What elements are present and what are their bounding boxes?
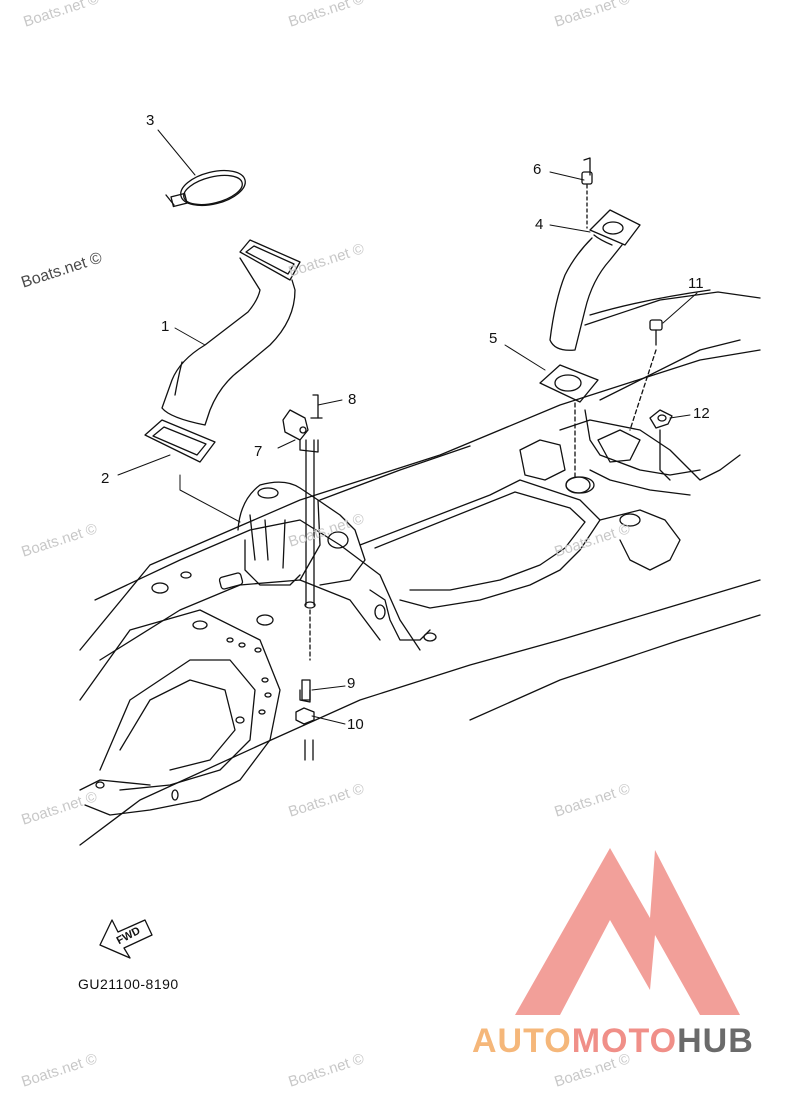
part-12-clip — [649, 409, 673, 429]
part-5-gasket — [539, 364, 599, 494]
callout-6: 6 — [533, 161, 542, 178]
callout-7: 7 — [254, 443, 263, 460]
part-8-bolt — [310, 394, 323, 419]
cockpit-tub — [359, 409, 741, 609]
callout-1: 1 — [161, 318, 170, 335]
leader-lines — [117, 129, 698, 725]
callout-4: 4 — [535, 216, 544, 233]
frame — [79, 481, 437, 816]
hull-deck — [79, 289, 761, 846]
callout-11: 11 — [688, 275, 704, 292]
callout-9: 9 — [347, 675, 356, 692]
callout-10: 10 — [347, 716, 364, 733]
part-4-duct — [549, 209, 641, 351]
part-7-bracket — [282, 409, 319, 453]
shaft — [299, 439, 316, 761]
fwd-arrow-icon — [99, 919, 153, 959]
part-6-screw — [581, 157, 593, 229]
part-3-clamp — [165, 169, 246, 208]
brand-wordmark: AUTOMOTOHUB — [472, 1022, 754, 1061]
callout-2: 2 — [101, 470, 110, 487]
part-10-nut — [295, 707, 315, 725]
brand-part-hub: HUB — [677, 1022, 754, 1060]
brand-logo-icon — [515, 848, 740, 1015]
callout-5: 5 — [489, 330, 498, 347]
part-9-pin — [301, 679, 311, 701]
part-2-gasket — [144, 419, 216, 463]
callout-8: 8 — [348, 391, 357, 408]
brand-part-moto: MOTO — [571, 1022, 678, 1060]
callout-3: 3 — [146, 112, 155, 129]
callout-12: 12 — [693, 405, 710, 422]
brand-part-auto: AUTO — [472, 1022, 572, 1060]
part-11-bolt — [629, 319, 663, 431]
part-1-duct — [161, 239, 301, 426]
diagram-code: GU21100-8190 — [78, 976, 179, 992]
